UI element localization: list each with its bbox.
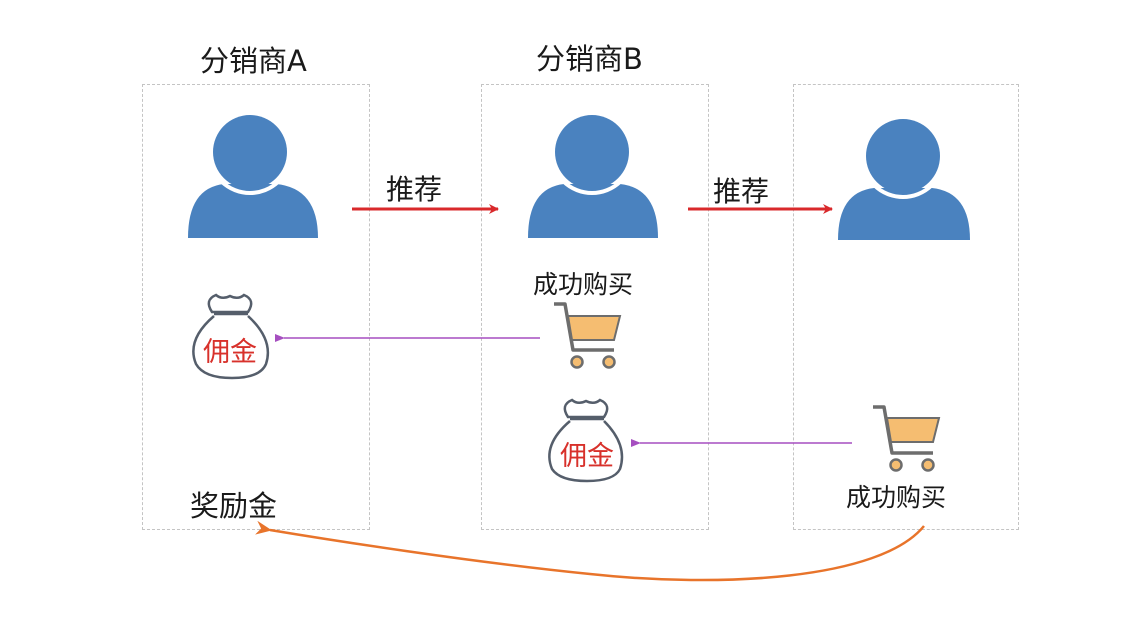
- customer-panel: [793, 84, 1019, 530]
- shopping-cart-icon: [554, 302, 622, 369]
- shopping-cart-icon: [873, 405, 941, 472]
- reward-label: 奖励金: [190, 489, 278, 523]
- money-bag-icon: 佣金: [548, 398, 624, 483]
- distributor-b-title: 分销商B: [536, 42, 643, 76]
- customer-purchase-label: 成功购买: [846, 483, 947, 512]
- svg-text:佣金: 佣金: [203, 337, 257, 368]
- distributor-a-title: 分销商A: [200, 44, 307, 78]
- reward-arrow: [255, 520, 925, 582]
- distributor-b-purchase-label: 成功购买: [533, 270, 634, 299]
- person-icon: [528, 109, 658, 238]
- money-bag-icon: 佣金: [192, 293, 270, 380]
- person-icon: [188, 109, 318, 238]
- person-icon: [838, 113, 970, 240]
- recommend-label-1: 推荐: [386, 173, 443, 206]
- distributor-b-panel: [481, 84, 709, 530]
- recommend-label-2: 推荐: [713, 175, 770, 208]
- svg-text:佣金: 佣金: [560, 441, 614, 472]
